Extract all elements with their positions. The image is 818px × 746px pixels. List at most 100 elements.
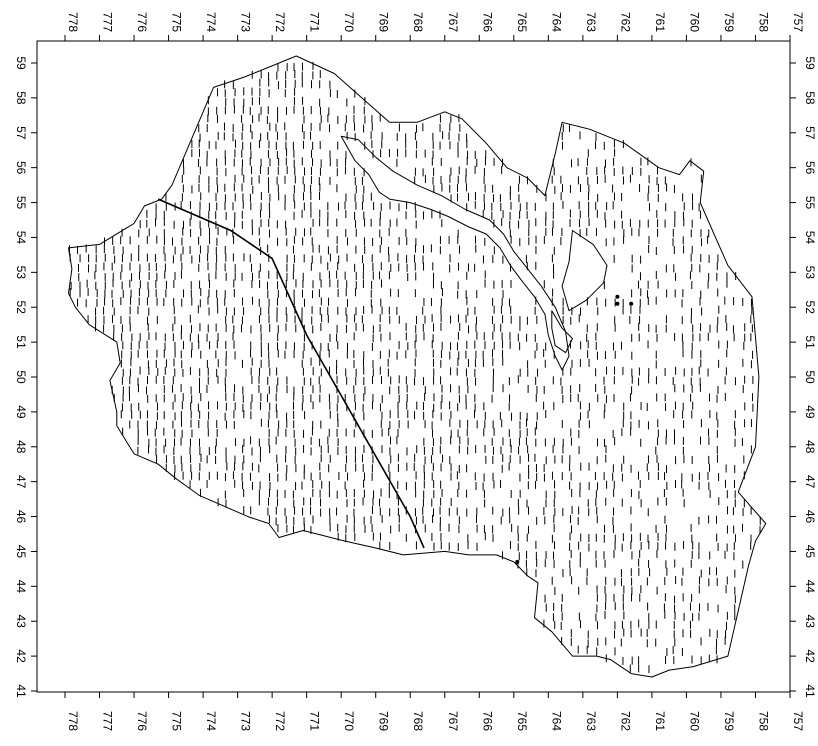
y-tick-label-right: 54 [803, 231, 817, 245]
y-tick-label-left: 47 [14, 475, 28, 489]
x-tick-label-top: 771 [308, 12, 322, 32]
y-tick-label-right: 43 [803, 615, 817, 629]
y-tick-label-right: 50 [803, 370, 817, 384]
x-tick-label-top: 759 [722, 12, 736, 32]
x-tick-label-bottom: 758 [756, 711, 770, 731]
right-axis: 41 42 43 44 45 46 47 48 49 50 51 52 53 54 55 56 57 58 59 [790, 56, 817, 698]
y-tick-label-left: 51 [14, 335, 28, 349]
x-tick-label-bottom: 762 [618, 711, 632, 731]
x-tick-label-top: 767 [446, 12, 460, 32]
x-tick-label-top: 769 [377, 12, 391, 32]
x-tick-label-bottom: 777 [101, 711, 115, 731]
y-tick-label-left: 57 [14, 126, 28, 140]
x-tick-label-bottom: 766 [480, 711, 494, 731]
y-tick-label-right: 42 [803, 649, 817, 663]
y-tick-label-right: 58 [803, 91, 817, 105]
y-tick-label-left: 50 [14, 370, 28, 384]
y-tick-label-left: 53 [14, 266, 28, 280]
point-marker [629, 301, 634, 306]
y-tick-label-right: 56 [803, 161, 817, 175]
y-tick-label-left: 45 [14, 545, 28, 559]
y-tick-label-left: 43 [14, 615, 28, 629]
x-tick-label-top: 762 [618, 12, 632, 32]
y-tick-label-right: 46 [803, 510, 817, 524]
y-tick-label-right: 52 [803, 301, 817, 315]
y-tick-label-left: 54 [14, 231, 28, 245]
x-tick-label-top: 761 [653, 12, 667, 32]
y-tick-label-right: 55 [803, 196, 817, 210]
x-tick-label-bottom: 759 [722, 711, 736, 731]
point-markers-layer [515, 294, 634, 564]
x-tick-label-bottom: 757 [791, 711, 805, 731]
point-marker [515, 559, 520, 564]
y-tick-label-right: 45 [803, 545, 817, 559]
y-tick-label-right: 47 [803, 475, 817, 489]
x-tick-label-bottom: 763 [584, 711, 598, 731]
x-tick-label-top: 770 [342, 12, 356, 32]
zone-divider-line [157, 198, 425, 549]
water-body-outline [561, 230, 608, 312]
x-tick-label-top: 757 [791, 12, 805, 32]
y-tick-label-left: 58 [14, 91, 28, 105]
y-tick-label-right: 41 [803, 684, 817, 698]
y-tick-label-left: 49 [14, 405, 28, 419]
x-tick-label-top: 764 [549, 12, 563, 32]
point-marker [615, 301, 620, 306]
x-tick-label-top: 763 [584, 12, 598, 32]
x-tick-label-top: 768 [411, 12, 425, 32]
x-tick-label-bottom: 773 [239, 711, 253, 731]
x-tick-label-bottom: 774 [204, 711, 218, 731]
region-boundary [68, 55, 767, 678]
bottom-axis: 778 777 776 775 774 773 772 771 770 769 768 767 766 7… [64, 692, 805, 731]
left-axis: 41 42 43 44 45 46 47 48 49 50 51 52 53 54 55 56 57 58 59 [14, 56, 37, 698]
x-tick-label-bottom: 767 [446, 711, 460, 731]
y-tick-label-right: 48 [803, 440, 817, 454]
region-outlines [68, 55, 767, 678]
water-body-outline [340, 135, 570, 371]
y-tick-label-left: 59 [14, 56, 28, 70]
x-tick-label-bottom: 770 [342, 711, 356, 731]
y-tick-label-right: 59 [803, 56, 817, 70]
x-tick-label-top: 765 [515, 12, 529, 32]
y-tick-label-right: 44 [803, 580, 817, 594]
y-tick-label-left: 56 [14, 161, 28, 175]
x-tick-label-bottom: 764 [549, 711, 563, 731]
x-tick-label-top: 773 [239, 12, 253, 32]
map-frame [36, 40, 791, 693]
x-tick-label-top: 775 [170, 12, 184, 32]
y-tick-label-left: 48 [14, 440, 28, 454]
x-tick-label-bottom: 771 [308, 711, 322, 731]
x-tick-label-bottom: 768 [411, 711, 425, 731]
x-tick-label-top: 766 [480, 12, 494, 32]
top-axis: 778 777 776 775 774 773 772 771 770 769 768 767 766 7… [64, 12, 805, 41]
y-tick-label-left: 44 [14, 580, 28, 594]
x-tick-label-top: 776 [135, 12, 149, 32]
x-tick-label-bottom: 776 [135, 711, 149, 731]
x-tick-label-bottom: 772 [273, 711, 287, 731]
y-tick-label-left: 55 [14, 196, 28, 210]
x-tick-label-bottom: 778 [66, 711, 80, 731]
x-tick-label-top: 760 [687, 12, 701, 32]
y-tick-label-left: 42 [14, 649, 28, 663]
x-tick-label-top: 778 [66, 12, 80, 32]
y-tick-label-right: 53 [803, 266, 817, 280]
x-tick-label-bottom: 775 [170, 711, 184, 731]
y-tick-label-right: 51 [803, 335, 817, 349]
x-tick-label-bottom: 761 [653, 711, 667, 731]
point-marker [615, 294, 620, 299]
x-tick-label-top: 774 [204, 12, 218, 32]
x-tick-label-top: 772 [273, 12, 287, 32]
x-tick-label-top: 777 [101, 12, 115, 32]
y-tick-label-right: 49 [803, 405, 817, 419]
x-tick-label-bottom: 765 [515, 711, 529, 731]
water-body-outline [551, 310, 573, 354]
y-tick-label-left: 52 [14, 301, 28, 315]
y-tick-label-left: 46 [14, 510, 28, 524]
y-tick-label-right: 57 [803, 126, 817, 140]
y-tick-label-left: 41 [14, 684, 28, 698]
x-tick-label-top: 758 [756, 12, 770, 32]
observation-ticks-layer [68, 61, 761, 674]
x-tick-label-bottom: 760 [687, 711, 701, 731]
x-tick-label-bottom: 769 [377, 711, 391, 731]
